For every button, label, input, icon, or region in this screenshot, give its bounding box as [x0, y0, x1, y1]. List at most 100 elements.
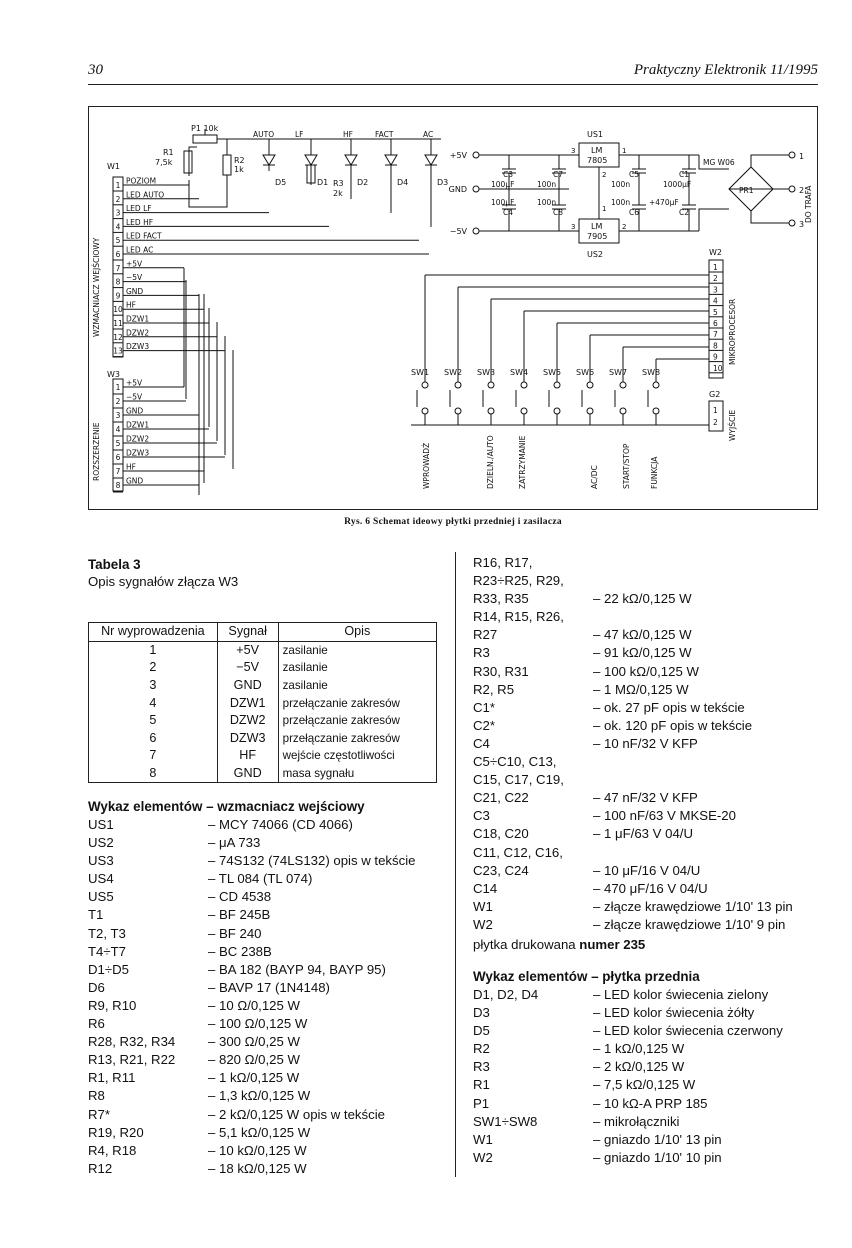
table-cell-desc: zasilanie	[277, 641, 438, 660]
switch-contact-icon	[586, 381, 594, 389]
table-cell-nr: 5	[88, 711, 218, 730]
w3-side-label: ROZSZERZENIE	[92, 422, 101, 481]
table-header-desc: Opis	[277, 622, 438, 642]
w2-pin-number: 3	[713, 285, 718, 294]
c8-value: 100n	[537, 198, 556, 207]
switch-name-label: SW2	[444, 368, 462, 377]
switch-name-label: SW1	[411, 368, 429, 377]
list-item: C4– 10 nF/32 V KFP	[473, 735, 823, 753]
list-item-designator: D1, D2, D4	[473, 987, 539, 1002]
list-item-value: – 2 kΩ/0,125 W	[593, 1059, 685, 1075]
c3-value: 100μF	[491, 180, 514, 189]
list-item: US4 – TL 084 (TL 074)	[88, 870, 438, 888]
list-item-value: – 1 μF/63 V 04/U	[593, 826, 693, 842]
w3-pin-number: 2	[116, 397, 121, 406]
w2-pin-number: 2	[713, 274, 718, 283]
page-number: 30	[88, 62, 103, 78]
list-item-designator: R14, R15, R26,	[473, 609, 564, 625]
column-divider	[455, 552, 456, 1177]
list-item: R27– 47 kΩ/0,125 W	[473, 626, 823, 644]
list-item-value: – TL 084 (TL 074)	[208, 871, 313, 887]
c5-label: C5	[629, 170, 639, 179]
w1-pin-label: LED AUTO	[126, 190, 164, 199]
w1-pin-label: LED HF	[126, 218, 153, 227]
list-item-value: – 10 Ω/0,125 W	[208, 997, 300, 1013]
c7-value: 100n	[537, 180, 556, 189]
list-item-designator: R1, R11	[88, 1070, 136, 1086]
switch-contact-icon	[619, 407, 627, 415]
w2-pin-number: 4	[713, 297, 718, 306]
w2-pin-number: 8	[713, 341, 718, 350]
w2-pin-number: 5	[713, 308, 718, 317]
w1-pin-number: 4	[116, 222, 121, 231]
list-item: R33, R35– 22 kΩ/0,125 W	[473, 590, 823, 608]
list-item: C2*– ok. 120 pF opis w tekście	[473, 717, 823, 735]
list-item: C3– 100 nF/63 V MKSE-20	[473, 807, 823, 825]
w3-pin-number: 3	[116, 411, 121, 420]
list-item-value: – 18 kΩ/0,125 W	[208, 1160, 307, 1176]
list-item: R14, R15, R26,	[473, 608, 823, 626]
switch-name-label: SW5	[543, 368, 561, 377]
trafo-out2: 2	[799, 186, 804, 195]
list-item-designator: US4	[88, 871, 114, 887]
us1-pin2: 2	[602, 171, 606, 179]
led-name-label: LF	[295, 130, 304, 139]
list-item-value: – 7,5 kΩ/0,125 W	[593, 1077, 696, 1093]
c4-value: 100μF	[491, 198, 514, 207]
w3-pin-label: GND	[126, 407, 143, 416]
led-ref-label: D3	[437, 178, 448, 187]
switch-function-label: AC/DC	[590, 465, 599, 489]
w3-pin-label: DZW2	[126, 435, 149, 444]
table-cell-signal: GND	[216, 764, 279, 784]
list-item-value: – ok. 120 pF opis w tekście	[593, 717, 753, 733]
c6-label: C6	[629, 208, 639, 217]
list-item-designator: C4	[473, 735, 490, 751]
switch-contact-icon	[619, 381, 627, 389]
us2-type: 7905	[587, 232, 607, 241]
list-item-value: – BC 238B	[208, 943, 272, 959]
list-item-designator: R23÷R25, R29,	[473, 573, 564, 589]
list-item-designator: R4, R18	[88, 1142, 137, 1158]
g2-pin-number: 1	[713, 406, 718, 415]
switch-name-label: SW4	[510, 368, 528, 377]
list-item-designator: R2, R5	[473, 681, 515, 697]
switch-name-label: SW6	[576, 368, 594, 377]
p1-potentiometer	[192, 134, 218, 144]
list-item: P1– 10 kΩ-A PRP 185	[473, 1095, 823, 1113]
switch-contact-icon	[487, 381, 495, 389]
w1-pin-label: LED LF	[126, 204, 152, 213]
list-item-value: – 22 kΩ/0,125 W	[593, 591, 692, 607]
w3-pin-label: HF	[126, 463, 136, 472]
table-cell-desc: zasilanie	[277, 659, 438, 677]
switch-contact-icon	[487, 407, 495, 415]
list-item-designator: T4÷T7	[88, 943, 127, 959]
g2-name: G2	[709, 390, 720, 399]
list-item: C14– 470 μF/16 V 04/U	[473, 880, 823, 898]
list-item: R6– 100 Ω/0,125 W	[88, 1015, 438, 1033]
w1-pin-number: 10	[113, 305, 123, 314]
list-item: R1, R11– 1 kΩ/0,125 W	[88, 1069, 438, 1087]
continued-list: R16, R17,R23÷R25, R29,R33, R35– 22 kΩ/0,…	[473, 554, 823, 934]
list-item: R8– 1,3 kΩ/0,125 W	[88, 1087, 438, 1105]
led-name-label: HF	[343, 130, 353, 139]
table-cell-desc: wejście częstotliwości	[277, 747, 438, 765]
led-icon	[424, 154, 438, 166]
list-item: R2– 1 kΩ/0,125 W	[473, 1040, 823, 1058]
table-cell-signal: GND	[216, 676, 279, 695]
switch-contact-icon	[652, 381, 660, 389]
w1-pin-label: +5V	[126, 259, 143, 268]
c8-label: C8	[553, 208, 563, 217]
led-ref-label: D5	[275, 178, 286, 187]
w3-pin-label: DZW3	[126, 449, 149, 458]
r2-label: R2	[234, 156, 245, 165]
list-item: C21, C22– 47 nF/32 V KFP	[473, 789, 823, 807]
table-cell-nr: 6	[88, 729, 218, 748]
list-item-value: – gniazdo 1/10' 13 pin	[593, 1131, 722, 1147]
list-item-designator: R6	[88, 1016, 105, 1032]
us1-type: 7805	[587, 156, 607, 165]
